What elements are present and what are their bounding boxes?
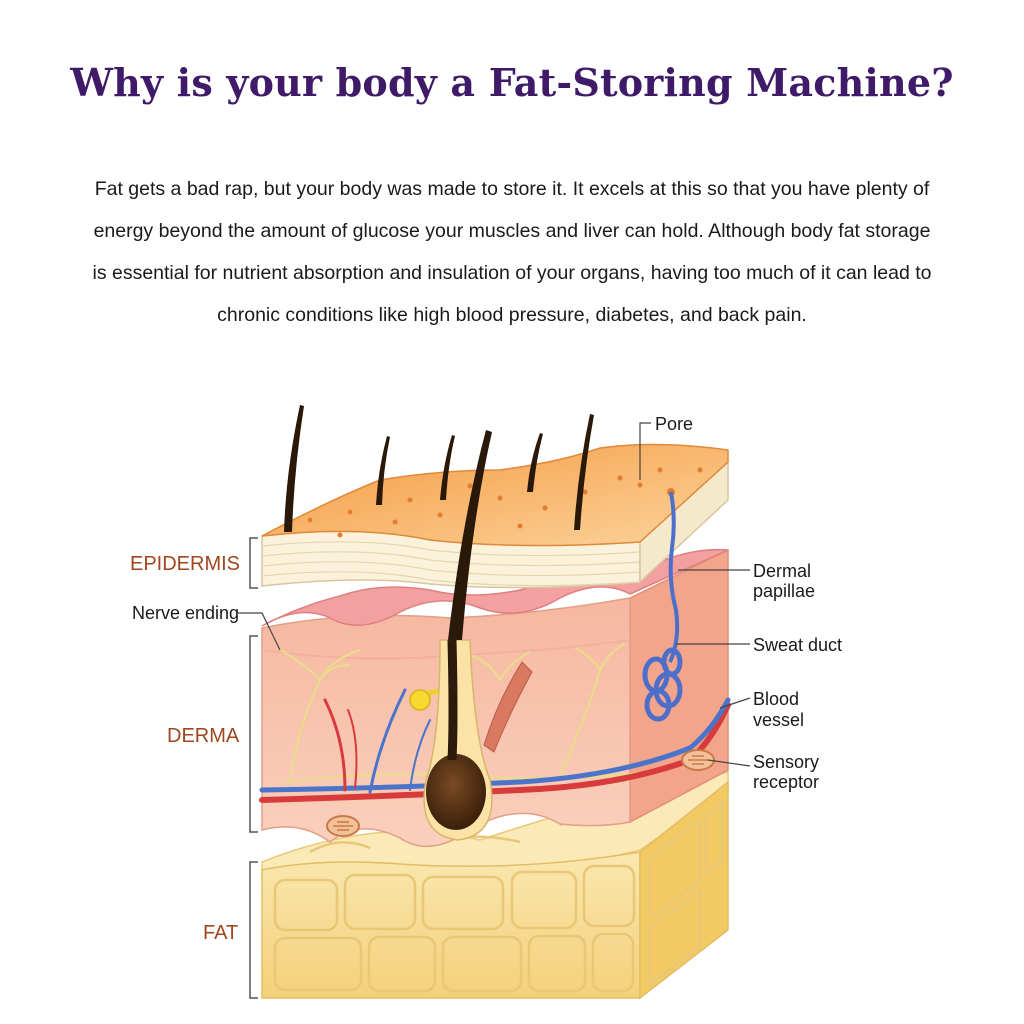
- fat-layer-front: [261, 851, 641, 999]
- label-epidermis: EPIDERMIS: [130, 553, 240, 575]
- label-sweat-duct: Sweat duct: [753, 635, 842, 655]
- sensory-receptors: [326, 749, 715, 837]
- epidermis-lines: [261, 541, 641, 587]
- hairs: [284, 405, 594, 640]
- fat-layer: [261, 771, 729, 1000]
- label-fat: FAT: [203, 922, 238, 944]
- layer-brackets: [249, 537, 258, 999]
- fat-cells: [273, 798, 724, 993]
- label-sensory-receptor-line2: receptor: [753, 772, 819, 792]
- page-title: Why is your body a Fat-Storing Machine?: [70, 60, 954, 105]
- blood-vessels: [259, 688, 731, 803]
- nerve-endings: [279, 643, 651, 783]
- label-pore: Pore: [655, 414, 693, 434]
- label-dermal-papillae-line2: papillae: [753, 581, 815, 601]
- derma-layer: [259, 548, 731, 848]
- sweat-gland: [642, 647, 683, 722]
- intro-paragraph: Fat gets a bad rap, but your body was ma…: [92, 178, 932, 326]
- hair-bulb: [426, 754, 486, 830]
- hair-follicle: [423, 639, 493, 841]
- label-sensory-receptor-line1: Sensory: [753, 752, 819, 772]
- label-derma: DERMA: [167, 725, 240, 747]
- label-nerve-ending: Nerve ending: [132, 603, 239, 623]
- label-dermal-papillae-line1: Dermal: [753, 561, 811, 581]
- label-blood-vessel-line1: Blood: [753, 689, 799, 709]
- pores: [307, 467, 703, 538]
- sweat-duct: [668, 491, 680, 663]
- dermal-papillae-wave: [261, 548, 729, 627]
- hair-large: [448, 430, 492, 640]
- label-blood-vessel-line2: vessel: [753, 710, 804, 730]
- arrector-muscle: [483, 661, 533, 753]
- leader-lines: [238, 422, 751, 767]
